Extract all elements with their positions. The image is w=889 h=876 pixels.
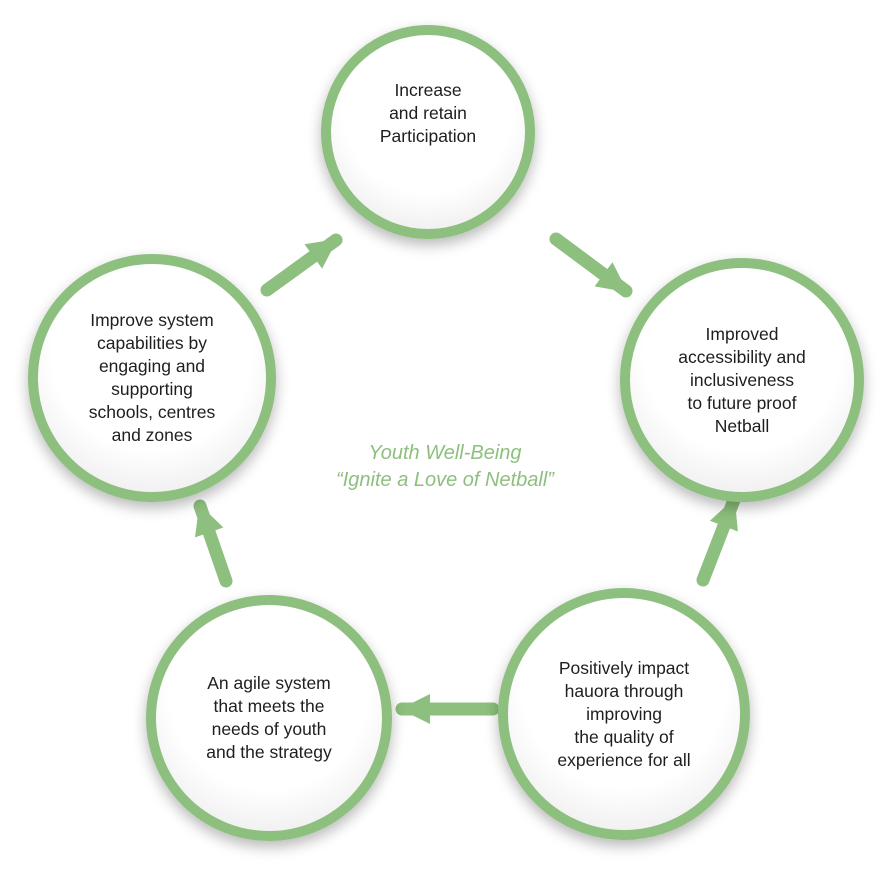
arrow-top-to-right xyxy=(549,232,633,298)
center-caption-line1: Youth Well-Being xyxy=(368,442,522,464)
arrow-left-to-top xyxy=(260,233,343,297)
center-caption: Youth Well-Being “Ignite a Love of Netba… xyxy=(300,440,590,494)
node-label: Improve system capabilities by engaging … xyxy=(88,310,216,445)
node-label: Increase and retain Participation xyxy=(379,79,477,146)
arrow-bottom-left-to-left xyxy=(193,499,233,588)
node-label: Improved accessibility and inclusiveness… xyxy=(678,323,806,436)
node-increase-participation: Increase and retain Participation xyxy=(321,25,535,239)
node-positively-impact-hauora: Positively impact hauora through improvi… xyxy=(498,588,750,840)
node-label: Positively impact hauora through improvi… xyxy=(557,657,691,770)
node-agile-system: An agile system that meets the needs of … xyxy=(146,595,392,841)
arrow-right-to-bottom-right xyxy=(696,493,741,587)
center-caption-line2: “Ignite a Love of Netball” xyxy=(336,469,554,491)
node-accessibility-inclusiveness: Improved accessibility and inclusiveness… xyxy=(620,258,864,502)
node-improve-system-capabilities: Improve system capabilities by engaging … xyxy=(28,254,276,502)
node-label: An agile system that meets the needs of … xyxy=(206,673,332,762)
